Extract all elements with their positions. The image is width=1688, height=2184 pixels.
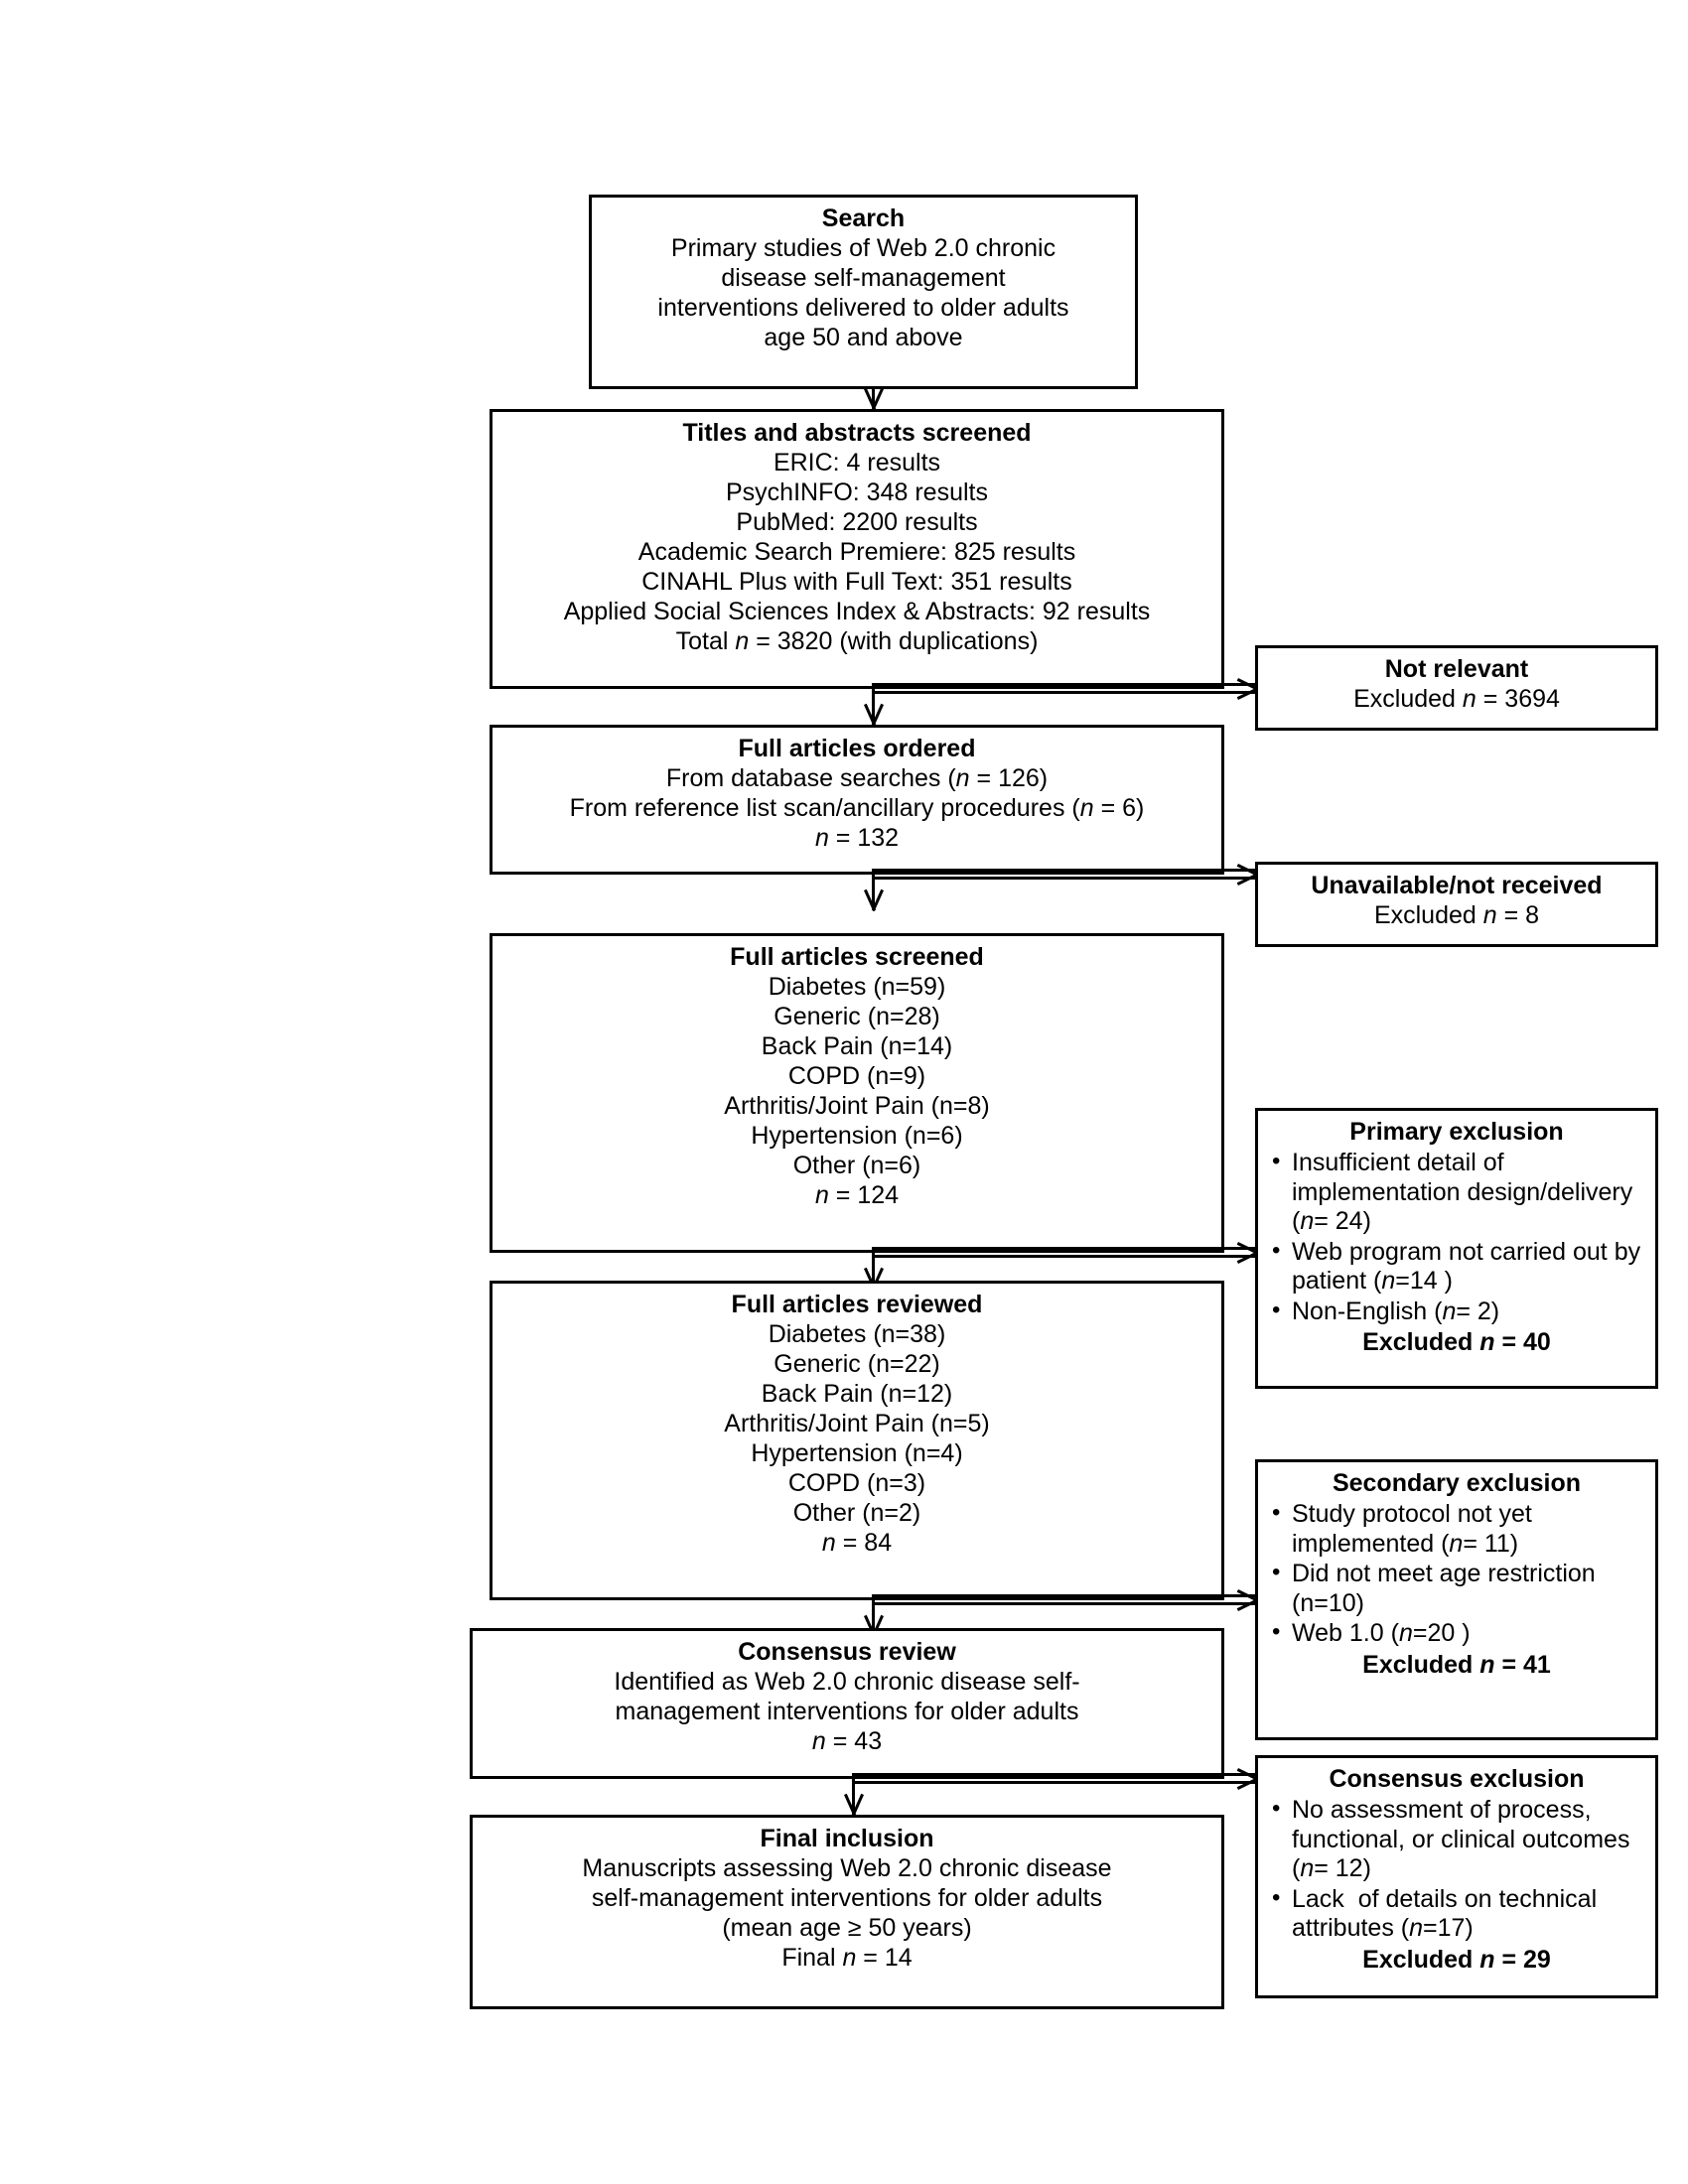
exclusion-consensus: Consensus exclusion No assessment of pro…: [1255, 1755, 1658, 1998]
exclusion-secondary-bullets: Study protocol not yet implemented (n= 1…: [1266, 1499, 1647, 1649]
box-full-articles-reviewed-title: Full articles reviewed: [731, 1291, 983, 1318]
box-full-articles-ordered-title: Full articles ordered: [738, 735, 976, 762]
box-search-line-3: interventions delivered to older adults: [657, 294, 1069, 322]
box-full-articles-ordered: Full articles ordered From database sear…: [490, 725, 1224, 875]
box-final-inclusion-title: Final inclusion: [760, 1825, 934, 1852]
box-search-line-4: age 50 and above: [764, 324, 963, 351]
exclusion-not-relevant: Not relevant Excluded n = 3694: [1255, 645, 1658, 731]
box-consensus-review-title: Consensus review: [738, 1638, 956, 1666]
list-item: Web 1.0 (n=20 ): [1266, 1618, 1647, 1649]
exclusion-secondary: Secondary exclusion Study protocol not y…: [1255, 1459, 1658, 1740]
exclusion-consensus-title: Consensus exclusion: [1329, 1765, 1585, 1793]
exclusion-unavailable-title: Unavailable/not received: [1311, 872, 1603, 899]
db-result-cinahl: CINAHL Plus with Full Text: 351 results: [641, 568, 1072, 596]
db-result-assia: Applied Social Sciences Index & Abstract…: [563, 598, 1151, 625]
box-titles-abstracts: Titles and abstracts screened ERIC: 4 re…: [490, 409, 1224, 689]
final-inclusion-total: Final n = 14: [781, 1944, 913, 1972]
reviewed-hypertension: Hypertension (n=4): [751, 1439, 963, 1467]
reviewed-copd: COPD (n=3): [787, 1469, 926, 1497]
arrowhead-ordered-to-screened: [863, 890, 885, 910]
screened-generic: Generic (n=28): [774, 1003, 940, 1030]
list-item: Lack of details on technical attributes …: [1266, 1884, 1647, 1944]
reviewed-other: Other (n=2): [792, 1499, 921, 1527]
screened-back-pain: Back Pain (n=14): [761, 1032, 953, 1060]
db-result-academic-search-premiere: Academic Search Premiere: 825 results: [637, 538, 1076, 566]
reviewed-total: n = 84: [821, 1529, 893, 1557]
db-result-total: Total n = 3820 (with duplications): [675, 627, 1039, 655]
list-item: Did not meet age restriction (n=10): [1266, 1559, 1647, 1618]
list-item: No assessment of process, functional, or…: [1266, 1795, 1647, 1884]
screened-arthritis: Arthritis/Joint Pain (n=8): [724, 1092, 990, 1120]
connector-titles-to-not-relevant: [872, 683, 1257, 694]
box-search-line-1: Primary studies of Web 2.0 chronic: [670, 234, 1056, 262]
arrowhead-titles-to-ordered: [863, 705, 885, 725]
db-result-pubmed: PubMed: 2200 results: [736, 508, 978, 536]
exclusion-secondary-title: Secondary exclusion: [1332, 1469, 1582, 1497]
reviewed-generic: Generic (n=22): [774, 1350, 940, 1378]
screened-copd: COPD (n=9): [787, 1062, 926, 1090]
arrowhead-consensus-to-final: [843, 1795, 865, 1815]
exclusion-unavailable: Unavailable/not received Excluded n = 8: [1255, 862, 1658, 947]
box-full-articles-screened: Full articles screened Diabetes (n=59) G…: [490, 933, 1224, 1253]
exclusion-unavailable-count: Excluded n = 8: [1373, 901, 1540, 929]
connector-ordered-to-unavailable: [872, 869, 1257, 880]
connector-consensus-to-consensus-exclusion: [852, 1773, 1257, 1784]
reviewed-diabetes: Diabetes (n=38): [768, 1320, 946, 1348]
final-inclusion-line-2: self-management interventions for older …: [591, 1884, 1103, 1912]
box-final-inclusion: Final inclusion Manuscripts assessing We…: [470, 1815, 1224, 2009]
screened-other: Other (n=6): [792, 1152, 921, 1179]
exclusion-primary: Primary exclusion Insufficient detail of…: [1255, 1108, 1658, 1389]
exclusion-primary-total: Excluded n = 40: [1362, 1328, 1551, 1356]
exclusion-primary-title: Primary exclusion: [1349, 1118, 1564, 1146]
consensus-review-line-1: Identified as Web 2.0 chronic disease se…: [614, 1668, 1080, 1696]
exclusion-consensus-total: Excluded n = 29: [1362, 1945, 1551, 1974]
reviewed-arthritis: Arthritis/Joint Pain (n=5): [724, 1410, 990, 1437]
box-search-line-2: disease self-management: [721, 264, 1006, 292]
final-inclusion-line-3: (mean age ≥ 50 years): [722, 1914, 972, 1942]
connector-reviewed-to-secondary-exclusion: [872, 1594, 1257, 1605]
box-titles-abstracts-title: Titles and abstracts screened: [682, 419, 1032, 447]
ordered-from-reference-scan: From reference list scan/ancillary proce…: [569, 794, 1145, 822]
exclusion-primary-bullets: Insufficient detail of implementation de…: [1266, 1148, 1647, 1327]
exclusion-secondary-total: Excluded n = 41: [1362, 1650, 1551, 1679]
db-result-psychinfo: PsychINFO: 348 results: [726, 478, 988, 506]
db-result-eric: ERIC: 4 results: [773, 449, 941, 477]
exclusion-not-relevant-title: Not relevant: [1384, 655, 1529, 683]
reviewed-back-pain: Back Pain (n=12): [761, 1380, 953, 1408]
list-item: Web program not carried out by patient (…: [1266, 1237, 1647, 1297]
ordered-from-database: From database searches (n = 126): [665, 764, 1049, 792]
arrowhead-search-to-titles: [863, 389, 885, 409]
box-consensus-review: Consensus review Identified as Web 2.0 c…: [470, 1628, 1224, 1779]
ordered-total: n = 132: [814, 824, 900, 852]
consensus-review-total: n = 43: [811, 1727, 883, 1755]
exclusion-consensus-bullets: No assessment of process, functional, or…: [1266, 1795, 1647, 1944]
consensus-review-line-2: management interventions for older adult…: [615, 1698, 1079, 1725]
connector-screened-to-primary-exclusion: [872, 1247, 1257, 1258]
final-inclusion-line-1: Manuscripts assessing Web 2.0 chronic di…: [582, 1854, 1112, 1882]
box-search-title: Search: [821, 205, 906, 232]
exclusion-not-relevant-count: Excluded n = 3694: [1353, 685, 1560, 713]
box-full-articles-reviewed: Full articles reviewed Diabetes (n=38) G…: [490, 1281, 1224, 1600]
list-item: Non-English (n= 2): [1266, 1297, 1647, 1327]
box-search: Search Primary studies of Web 2.0 chroni…: [589, 195, 1138, 389]
list-item: Insufficient detail of implementation de…: [1266, 1148, 1647, 1237]
box-full-articles-screened-title: Full articles screened: [730, 943, 984, 971]
screened-diabetes: Diabetes (n=59): [768, 973, 946, 1001]
screened-total: n = 124: [814, 1181, 900, 1209]
screened-hypertension: Hypertension (n=6): [751, 1122, 963, 1150]
list-item: Study protocol not yet implemented (n= 1…: [1266, 1499, 1647, 1559]
